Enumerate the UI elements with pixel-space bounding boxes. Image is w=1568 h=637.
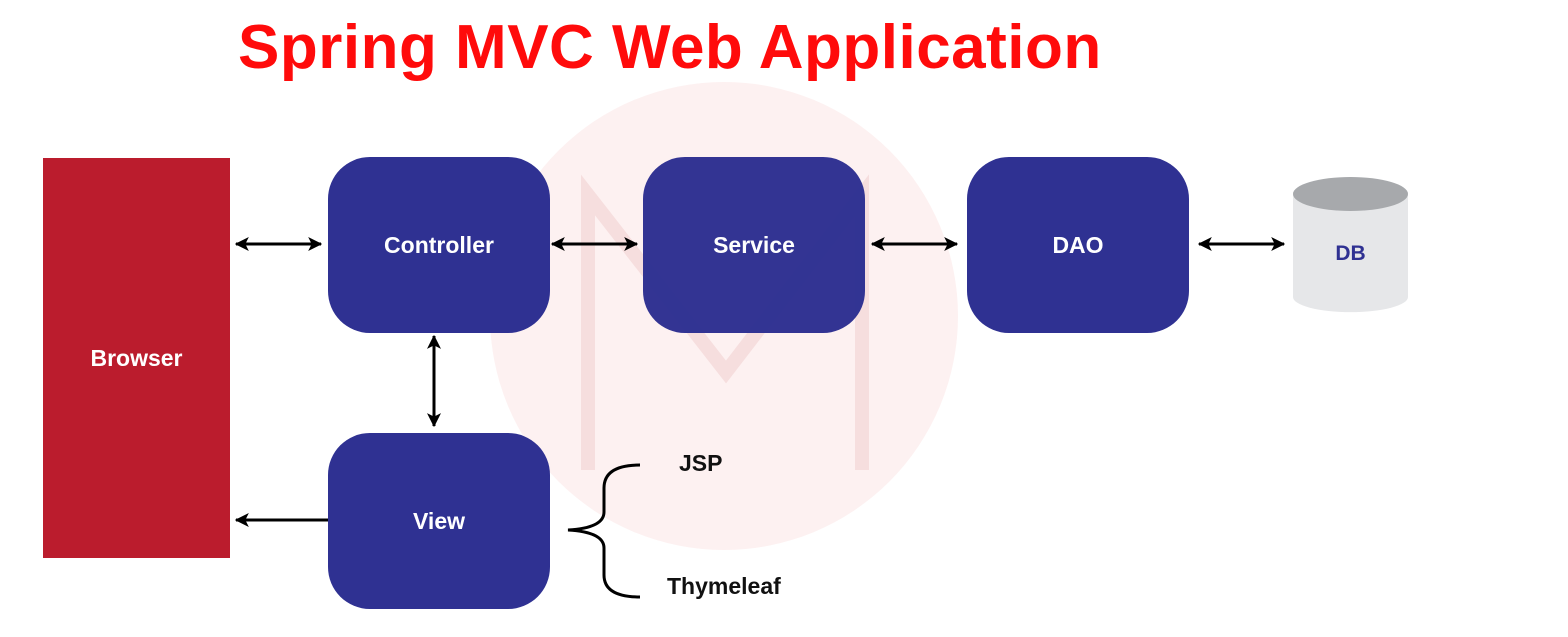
view-block: View [328,433,550,609]
controller-block: Controller [328,157,550,333]
db-label: DB [1335,242,1366,265]
view-technologies-brace-icon [567,463,641,599]
database-cylinder-icon [1293,177,1408,313]
service-block: Service [643,157,865,333]
tech-jsp: JSP [679,450,723,476]
browser-label: Browser [90,344,183,371]
service-label: Service [713,231,795,258]
dao-block: DAO [967,157,1189,333]
dao-label: DAO [1052,231,1104,258]
view-label: View [413,507,465,534]
controller-label: Controller [384,231,494,258]
browser-block: Browser [43,158,230,558]
tech-thymeleaf: Thymeleaf [667,573,781,599]
page-title: Spring MVC Web Application [238,13,1102,82]
